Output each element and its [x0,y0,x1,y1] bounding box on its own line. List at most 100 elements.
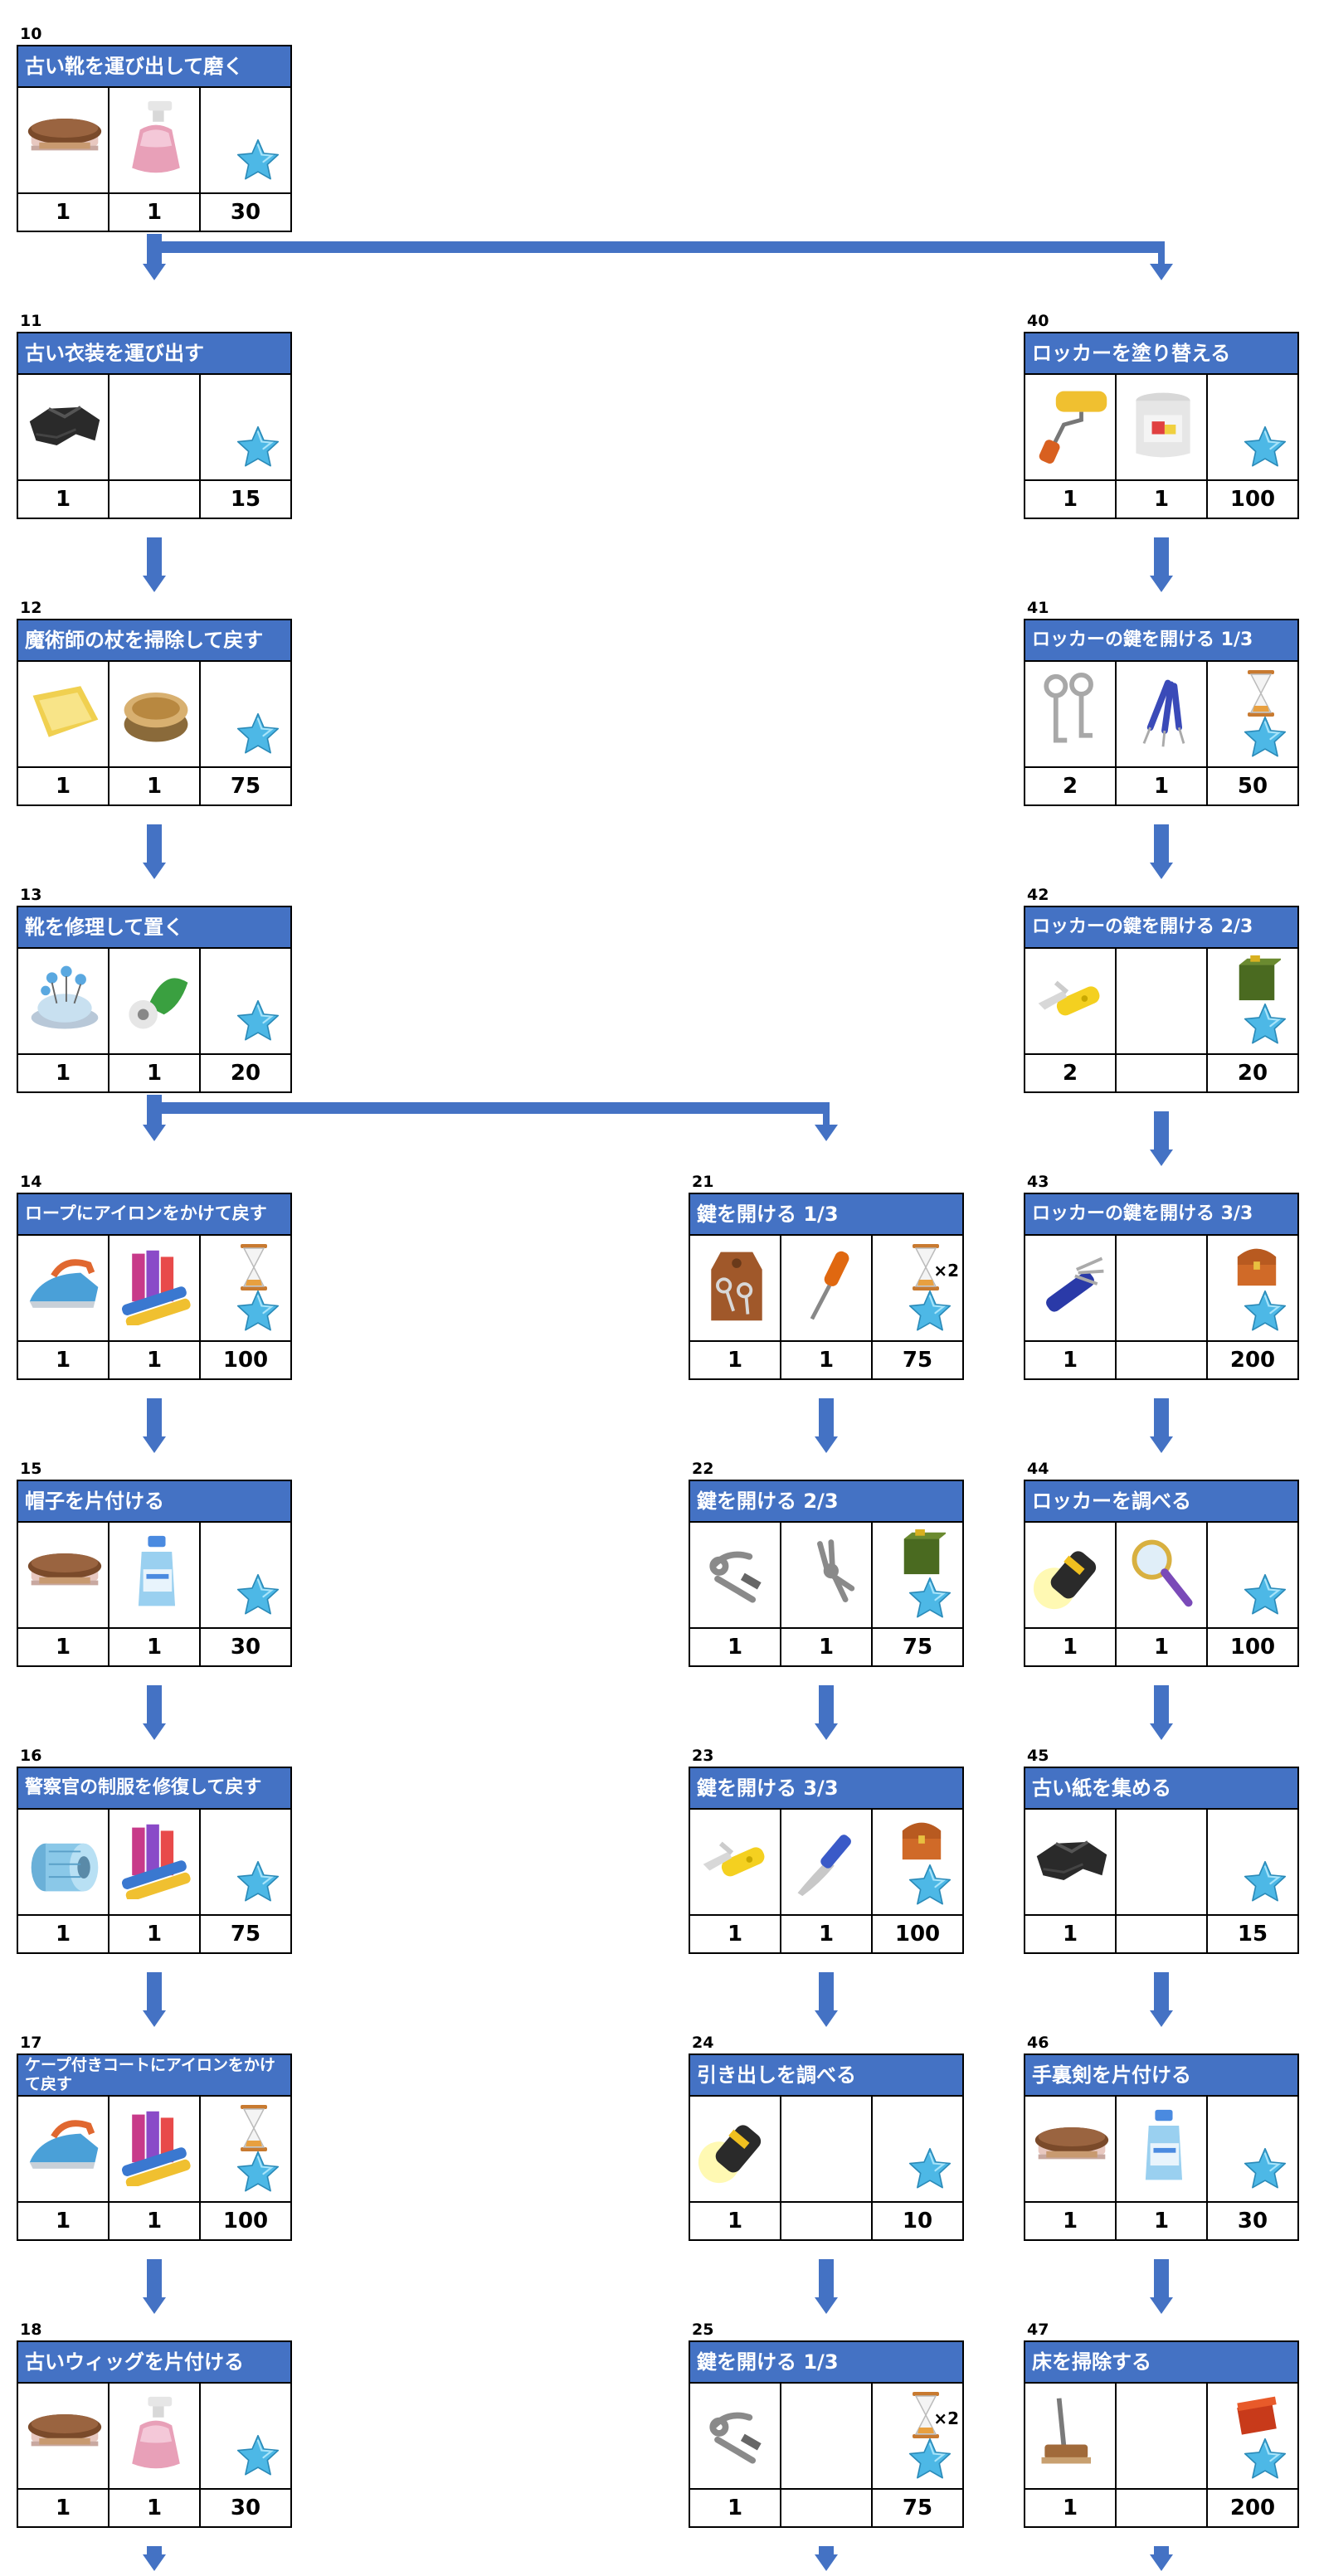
brush-icon [1032,2107,1112,2190]
reward-count: 30 [1206,2201,1299,2241]
reward-cell [1206,373,1299,481]
arrow-col1-row5 [143,1685,166,1740]
reward-count: 100 [199,1340,292,1380]
item-count-1: 1 [689,1340,781,1380]
lockpick-icon [1032,672,1112,755]
star-icon [1243,1572,1287,1616]
item-cell-1 [17,2382,110,2490]
reward-cell: ×2 [871,1234,964,1342]
task-title: 床を掃除する [1024,2340,1299,2384]
item-count-1: 1 [17,766,110,806]
task-title: ロッカーを調べる [1024,1480,1299,1523]
star-icon [1243,715,1287,758]
item-cell-1 [17,660,110,768]
item-cell-1 [689,2382,781,2490]
task-number: 11 [20,312,42,330]
item-count-2: 1 [108,766,201,806]
spray-icon [116,2394,196,2476]
item-count-1: 1 [1024,1627,1117,1667]
multitool-icon [1032,1246,1112,1329]
item-cell-1 [1024,373,1117,481]
item-count-1: 1 [689,2488,781,2528]
item-cell-1 [689,1808,781,1916]
item-count-2 [108,479,201,519]
arrow-col1-row8 [143,2546,166,2571]
green-box-icon [1233,954,1282,1004]
reward-count: 30 [199,192,292,232]
item-count-2: 1 [108,1340,201,1380]
star-icon [908,1289,952,1332]
arrow-col3-row4 [1150,1398,1173,1453]
item-cell-2 [780,1521,873,1629]
star-icon [236,2433,280,2476]
task-title: 古い紙を集める [1024,1767,1299,1810]
item-cell-2 [780,1234,873,1342]
item-cell-1 [17,373,110,481]
reward-count: 75 [871,1340,964,1380]
arrow-col3-row2 [1150,824,1173,879]
item-cell-2 [1115,1521,1208,1629]
reward-cell [1206,660,1299,768]
clamp-icon [697,1533,776,1616]
item-count-2: 1 [780,1914,873,1954]
item-count-1: 1 [1024,2488,1117,2528]
paintcan-icon [1123,385,1203,468]
star-icon [236,1289,280,1332]
item-cell-2 [780,2095,873,2203]
brush-icon [25,1533,105,1616]
item-count-2: 1 [1115,479,1208,519]
item-cell-2 [108,86,201,194]
item-count-2: 1 [108,1053,201,1093]
iron-icon [25,2107,105,2190]
shirt-icon [1032,1820,1112,1903]
reward-count: 75 [199,1914,292,1954]
arrow-col3-row5 [1150,1685,1173,1740]
item-count-2 [1115,2488,1208,2528]
item-count-1: 2 [1024,766,1117,806]
task-title: 靴を修理して置く [17,906,292,949]
reward-count: 200 [1206,1340,1299,1380]
arrow-col2-row6 [815,1972,838,2027]
task-title: 古い靴を運び出して磨く [17,45,292,88]
item-cell-1 [689,1521,781,1629]
shirt-icon [25,385,105,468]
reward-cell [1206,1808,1299,1916]
star-icon [908,2146,952,2190]
item-cell-2 [1115,1234,1208,1342]
reward-count: 15 [199,479,292,519]
item-cell-1 [17,1808,110,1916]
item-count-2: 1 [108,192,201,232]
item-count-2: 1 [1115,1627,1208,1667]
reward-cell [199,1521,292,1629]
star-icon [236,1859,280,1903]
item-cell-2 [108,947,201,1055]
task-number: 45 [1027,1747,1049,1765]
magnifier-icon [1123,1533,1203,1616]
pliers-icon [788,1533,868,1616]
item-count-2: 1 [1115,2201,1208,2241]
tape-icon [116,959,196,1042]
iron-icon [25,1246,105,1329]
reward-count: 75 [199,766,292,806]
scraper-icon [788,1820,868,1903]
time-multiplier: ×2 [933,1261,959,1281]
